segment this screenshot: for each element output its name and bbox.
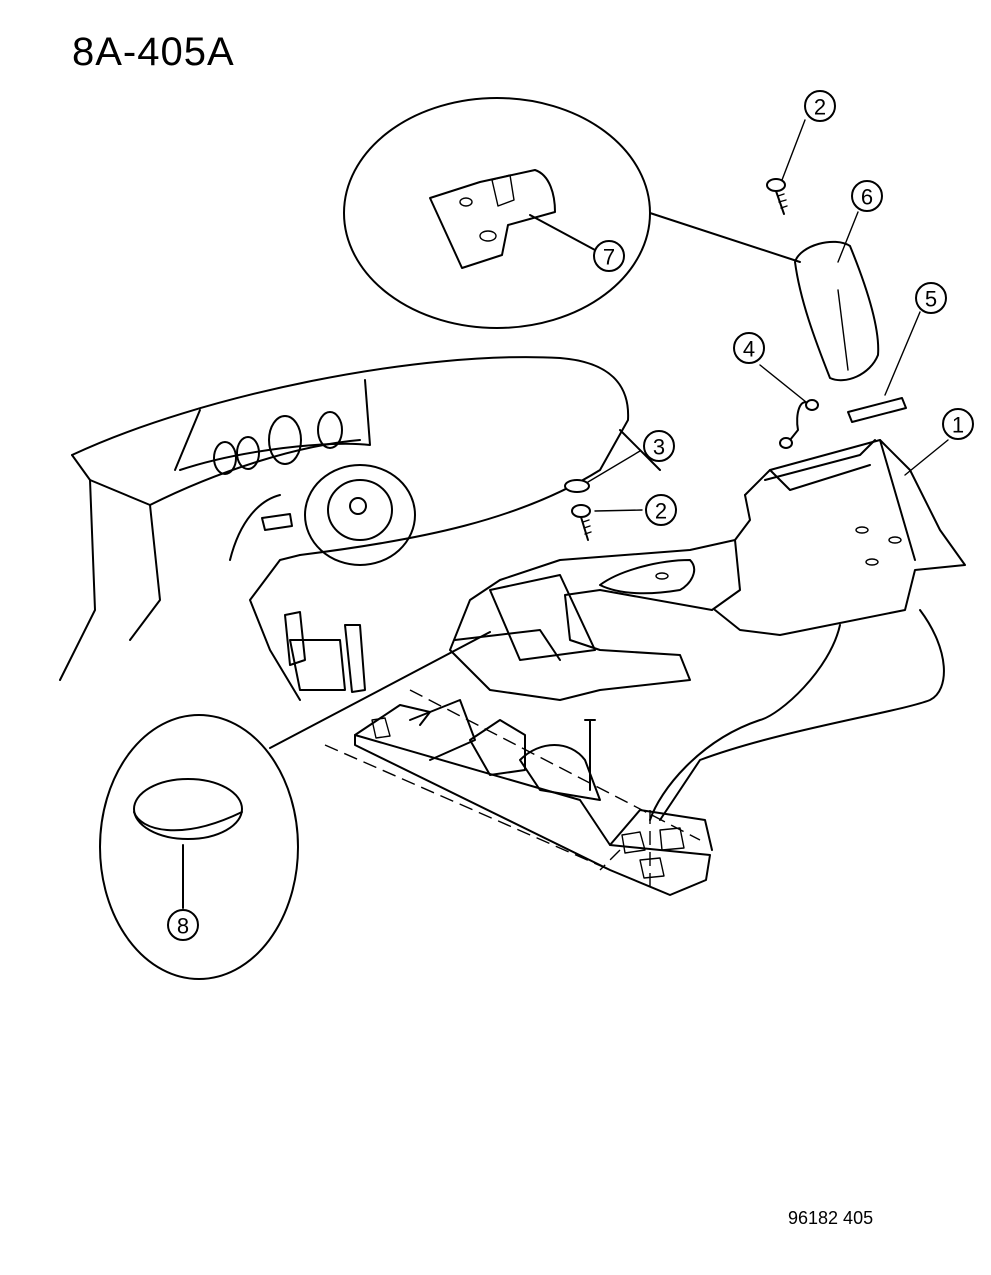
callout-8: 8 xyxy=(167,909,199,941)
callout-2-mid-label: 2 xyxy=(655,499,667,524)
callout-2-top-label: 2 xyxy=(814,95,826,120)
callout-3-label: 3 xyxy=(653,435,665,460)
guide-lines xyxy=(649,609,945,821)
latch-detail xyxy=(343,97,801,329)
instrument-panel xyxy=(59,356,661,701)
screw-mid xyxy=(571,504,592,541)
callout-1: 1 xyxy=(942,408,974,440)
callout-3: 3 xyxy=(643,430,675,462)
drawing-number: 96182 405 xyxy=(788,1208,874,1228)
callout-2-mid: 2 xyxy=(645,494,677,526)
callout-5: 5 xyxy=(915,282,947,314)
callout-7: 7 xyxy=(593,240,625,272)
page-title: 8A-405A xyxy=(72,30,235,74)
callout-7-label: 7 xyxy=(603,245,615,270)
callout-4: 4 xyxy=(733,332,765,364)
callout-4-label: 4 xyxy=(743,337,755,362)
callout-2-top: 2 xyxy=(804,90,836,122)
floor-console xyxy=(449,439,966,701)
lamp-wire xyxy=(779,399,819,449)
screw-top xyxy=(766,178,788,215)
hinge-plate xyxy=(847,397,907,423)
steering-column xyxy=(261,464,416,693)
callout-6-label: 6 xyxy=(861,185,873,210)
callout-5-label: 5 xyxy=(925,287,937,312)
callout-1-label: 1 xyxy=(952,413,964,438)
console-bracket xyxy=(354,699,713,896)
plug xyxy=(564,479,590,493)
callout-6: 6 xyxy=(851,180,883,212)
leader-lines xyxy=(587,119,949,512)
pad-detail xyxy=(99,631,491,980)
console-lid xyxy=(794,240,880,382)
phantom-lines xyxy=(324,689,701,890)
callout-8-label: 8 xyxy=(177,914,189,939)
